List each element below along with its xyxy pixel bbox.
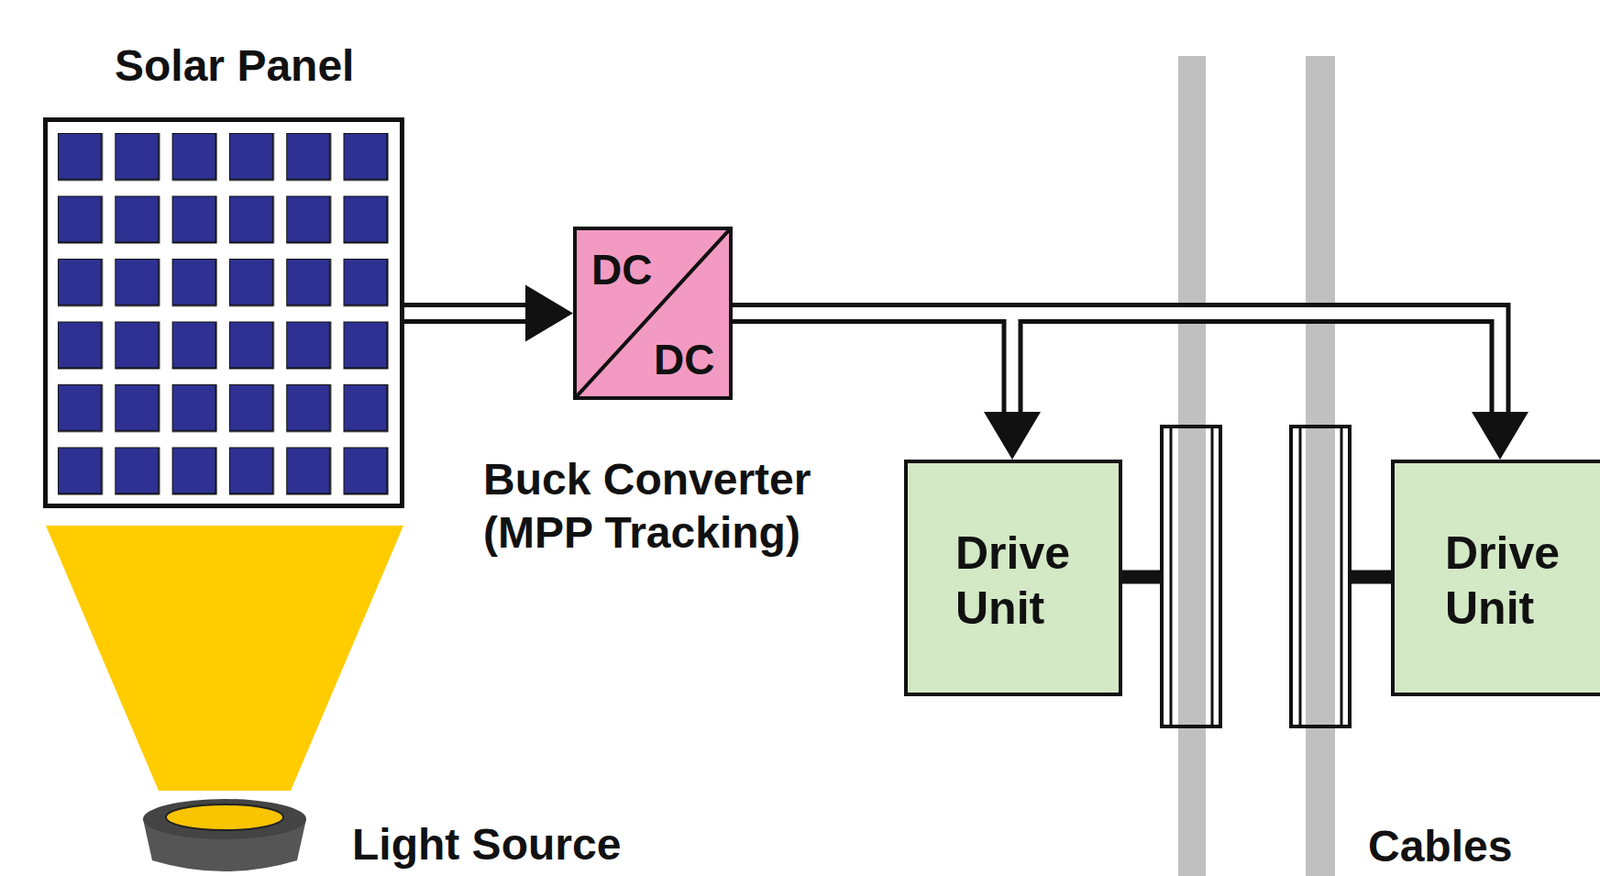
double-line-connector [402,302,528,324]
wire-cores [402,313,1501,415]
cable-clamp [1161,426,1221,727]
drive-shaft [1118,570,1163,585]
arrowhead [525,285,574,343]
light-cone [45,525,404,791]
lamp-symbol [143,798,307,872]
cable [1305,55,1336,876]
connector-gap [730,313,1501,415]
buck-converter: DCDCBuck Converter (MPP Tracking) [573,226,733,400]
dc-label: DC [591,244,652,296]
solar-panel: Solar Panel [43,117,405,508]
dc-label: DC [653,334,715,386]
cable-clamp [1291,426,1350,727]
wire-outlines [402,313,1501,415]
double-line-connector [730,313,1013,415]
arrowhead [1471,411,1529,460]
diagonal-line [576,230,729,397]
connector-gap [402,307,528,320]
panel-title: Solar Panel [114,39,354,93]
cable [1178,55,1206,876]
part-label: Cables [1368,820,1512,872]
part-label: Light Source [352,818,621,870]
arrowhead-triangle [525,285,574,343]
drive-unit: Drive Unit [904,459,1123,696]
drive-unit: Drive Unit [1390,459,1600,696]
double-line-connector [730,313,1501,415]
drive-shaft [1348,570,1393,585]
arrowhead-triangle [983,411,1041,460]
converter-caption: Buck Converter (MPP Tracking) [483,452,869,559]
arrowhead-triangle [1471,411,1529,460]
drive-unit-label: Drive Unit [955,525,1114,636]
connector-gap [730,313,1013,415]
solar-cells [57,132,401,510]
drive-unit-label: Drive Unit [1445,525,1600,636]
arrowhead [983,411,1041,460]
